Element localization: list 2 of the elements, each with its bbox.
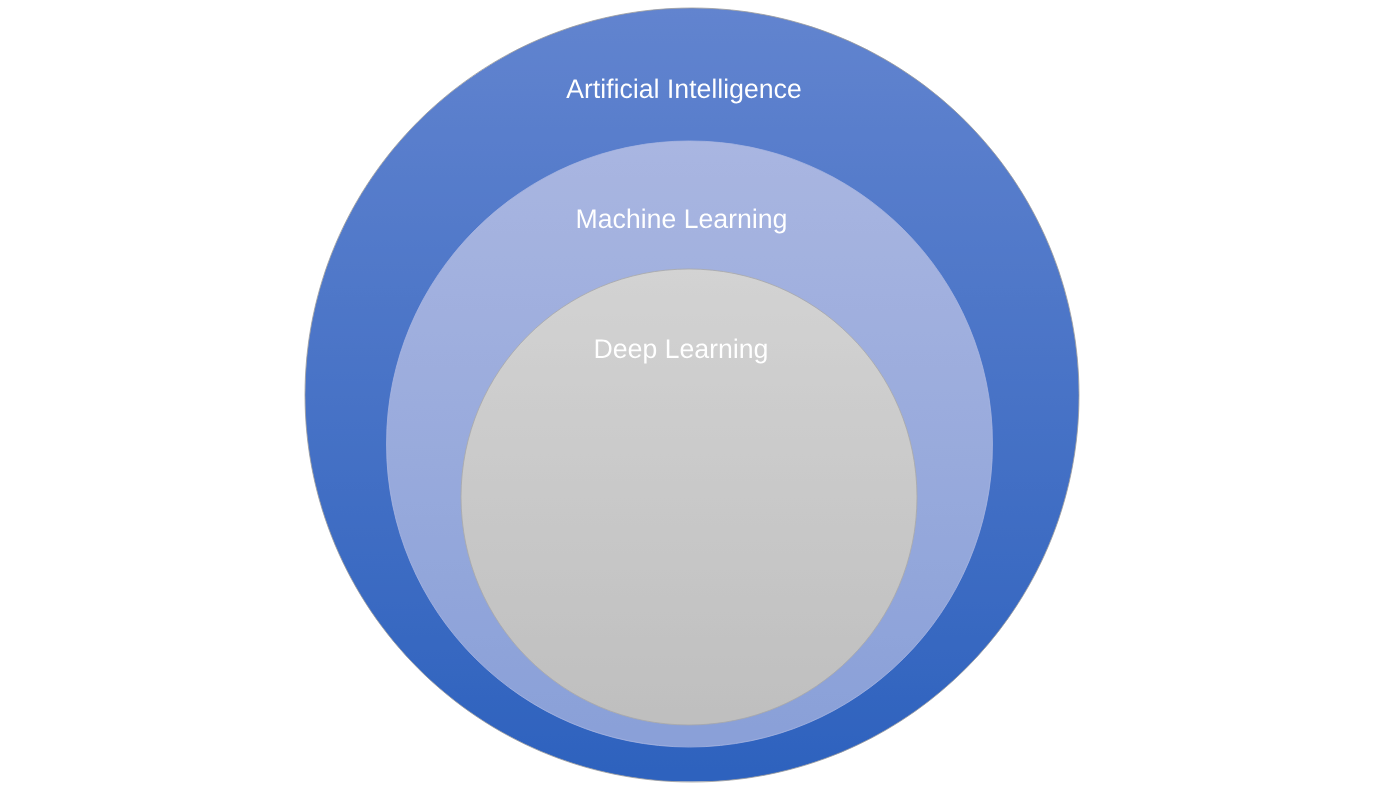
circle-title: Artificial Intelligence (566, 78, 801, 104)
circle-title: Machine Learning (577, 208, 786, 234)
